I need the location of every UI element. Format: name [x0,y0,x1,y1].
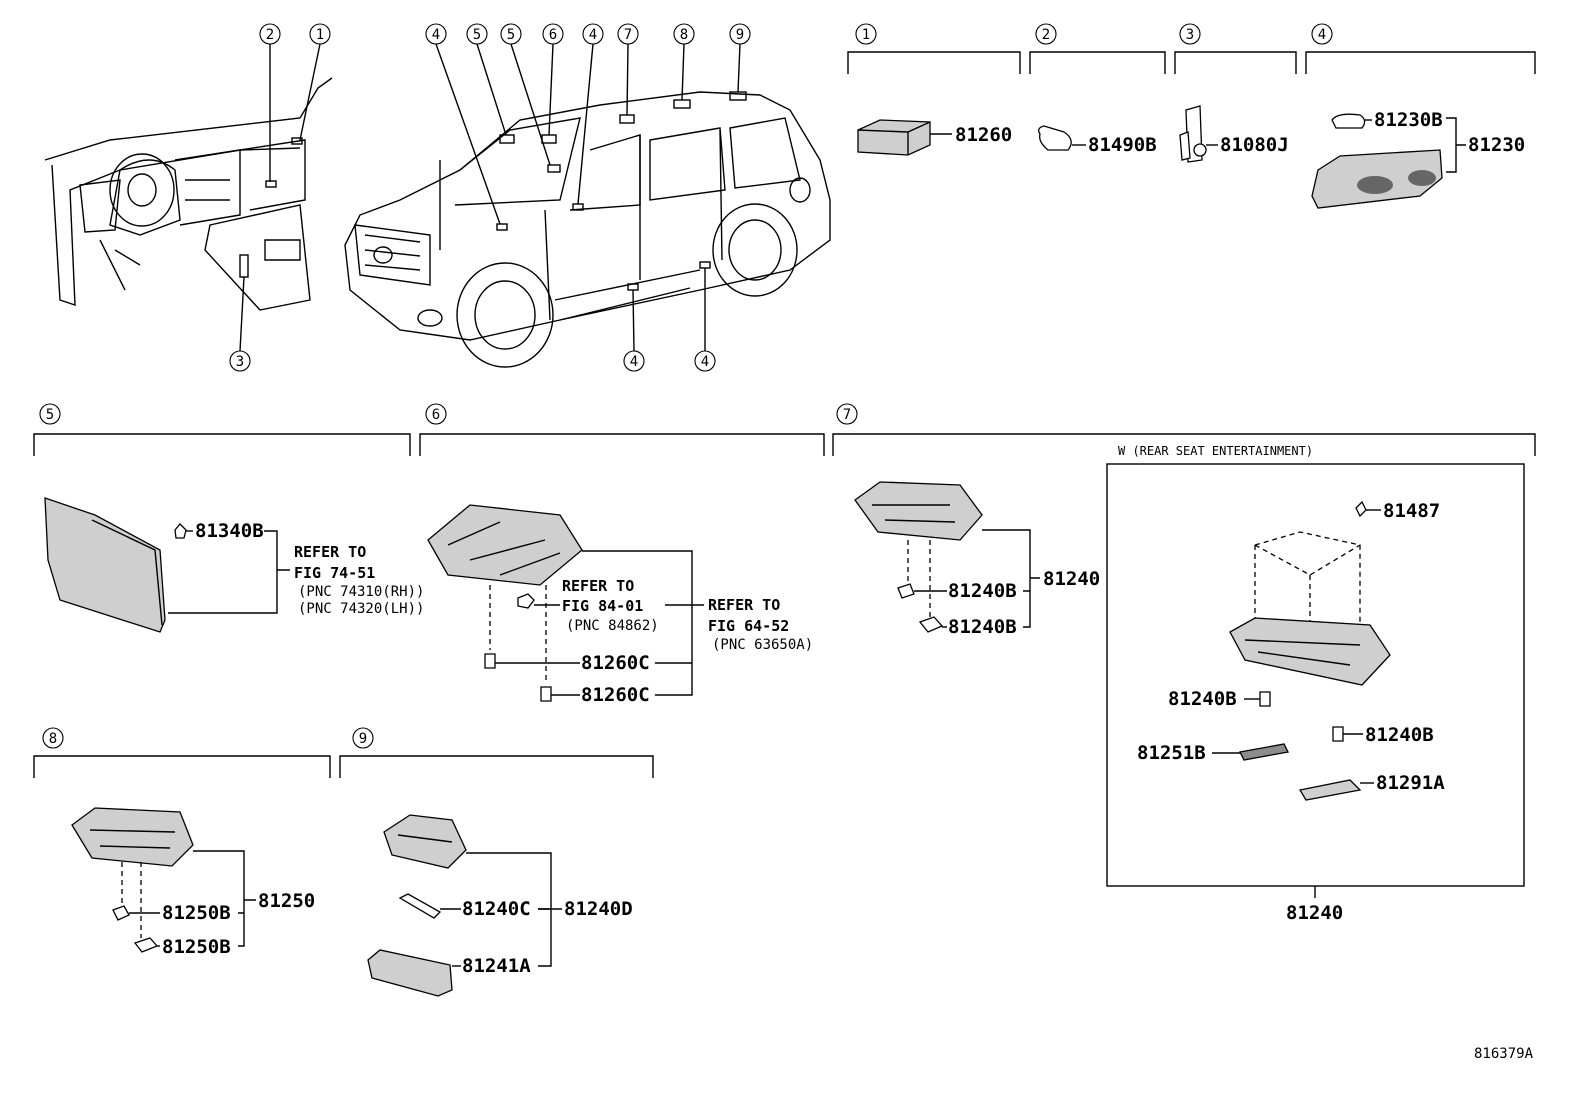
part-81241A: 81241A [462,955,531,977]
ref-6a-fig: FIG 84-01 [562,597,643,615]
part-81240D: 81240D [564,898,633,920]
section-6: 6 REFER TO FIG 84-01 (PNC 84862) 81260C … [419,403,825,706]
section-5: 5 81340B REFER TO FIG 74-51 (PNC 74310(R… [33,403,424,633]
callout-4a: 4 [425,23,501,225]
callout-7: 7 [617,23,639,116]
svg-text:6: 6 [432,407,440,423]
part-81260C-a: 81260C [581,652,650,674]
callout-4c: 4 [623,289,645,372]
callout-9: 9 [729,23,751,93]
section-4: 4 81230B 81230 [1305,23,1536,209]
part-81240B-a: 81240B [948,580,1017,602]
part-81487: 81487 [1383,500,1440,522]
ref-5-pnc-rh: (PNC 74310(RH)) [298,584,424,600]
svg-text:4: 4 [630,354,638,370]
svg-text:5: 5 [46,407,54,423]
callout-4b: 4 [577,23,604,205]
svg-text:8: 8 [49,731,57,747]
cargo-lamp-shape [71,807,194,867]
svg-text:7: 7 [843,407,851,423]
rear-dome-lamp-shape [383,814,467,869]
part-81250B-b: 81250B [162,936,231,958]
section-7: 7 81240B 81240B 81240 W (REAR SEAT ENTER… [832,403,1536,924]
part-81260: 81260 [955,124,1012,146]
svg-text:3: 3 [1186,27,1194,43]
part-81240B-b: 81240B [948,616,1017,638]
ref-5-refer: REFER TO [294,543,366,561]
rse-screen-outline [1254,531,1361,660]
svg-text:1: 1 [316,27,324,43]
ref-6a-pnc: (PNC 84862) [566,618,659,634]
ref-5-pnc-lh: (PNC 74320(LH)) [298,601,424,617]
part-81260-shape [857,119,931,156]
callout-5a: 5 [466,23,507,136]
section-2: 2 81490B [1029,23,1166,156]
section-9: 9 81240C 81240D 81241A [339,727,654,997]
part-81240-rse: 81240 [1286,902,1343,924]
rse-lamp-shape [1229,617,1391,686]
lens-81241A-shape [367,949,453,997]
callout-6: 6 [542,23,564,136]
rse-label: W (REAR SEAT ENTERTAINMENT) [1118,444,1313,458]
svg-text:9: 9 [359,731,367,747]
section-1: 1 81260 [847,23,1021,156]
vehicle-illustration [344,91,831,368]
svg-text:4: 4 [701,354,709,370]
ref-6b-pnc: (PNC 63650A) [712,637,813,653]
svg-text:8: 8 [680,27,688,43]
section-3: 3 81080J [1174,23,1297,163]
svg-text:1: 1 [862,27,870,43]
callout-3-bottom: 3 [229,276,251,372]
ref-5-fig: FIG 74-51 [294,564,375,582]
part-81240-7: 81240 [1043,568,1100,590]
part-81240C: 81240C [462,898,531,920]
svg-text:4: 4 [1318,27,1326,43]
callout-2-top: 2 [259,23,281,182]
part-81240B-c: 81240B [1168,688,1237,710]
part-81230B: 81230B [1374,109,1443,131]
dashboard-illustration [44,77,333,311]
callout-1-top: 1 [299,23,331,141]
callout-5b: 5 [500,23,551,166]
callout-8: 8 [673,23,695,101]
part-81291A: 81291A [1376,772,1445,794]
svg-text:5: 5 [507,27,515,43]
sun-visor-shape [44,497,166,633]
callout-4d: 4 [694,268,716,372]
svg-text:4: 4 [589,27,597,43]
section-8: 8 81250B 81250B 81250 [33,727,331,958]
ref-6a-refer: REFER TO [562,577,634,595]
ref-6b-fig: FIG 64-52 [708,617,789,635]
part-81240B-d: 81240B [1365,724,1434,746]
part-81490B: 81490B [1088,134,1157,156]
figure-id: 816379A [1474,1046,1534,1062]
map-lamp-shape [427,504,583,586]
part-81080J: 81080J [1220,134,1289,156]
ref-6b-refer: REFER TO [708,596,780,614]
svg-text:2: 2 [1042,27,1050,43]
part-81250B-a: 81250B [162,902,231,924]
part-81260C-b: 81260C [581,684,650,706]
part-81230: 81230 [1468,134,1525,156]
part-81251B: 81251B [1137,742,1206,764]
svg-text:5: 5 [473,27,481,43]
svg-text:3: 3 [236,354,244,370]
part-81340B: 81340B [195,520,264,542]
svg-text:7: 7 [624,27,632,43]
svg-text:2: 2 [266,27,274,43]
dome-lamp-7-shape [854,481,983,541]
svg-text:4: 4 [432,27,440,43]
svg-text:9: 9 [736,27,744,43]
part-81250: 81250 [258,890,315,912]
overview-callouts: 2 1 3 4 5 5 6 4 7 8 9 4 4 [229,23,751,372]
svg-text:6: 6 [549,27,557,43]
